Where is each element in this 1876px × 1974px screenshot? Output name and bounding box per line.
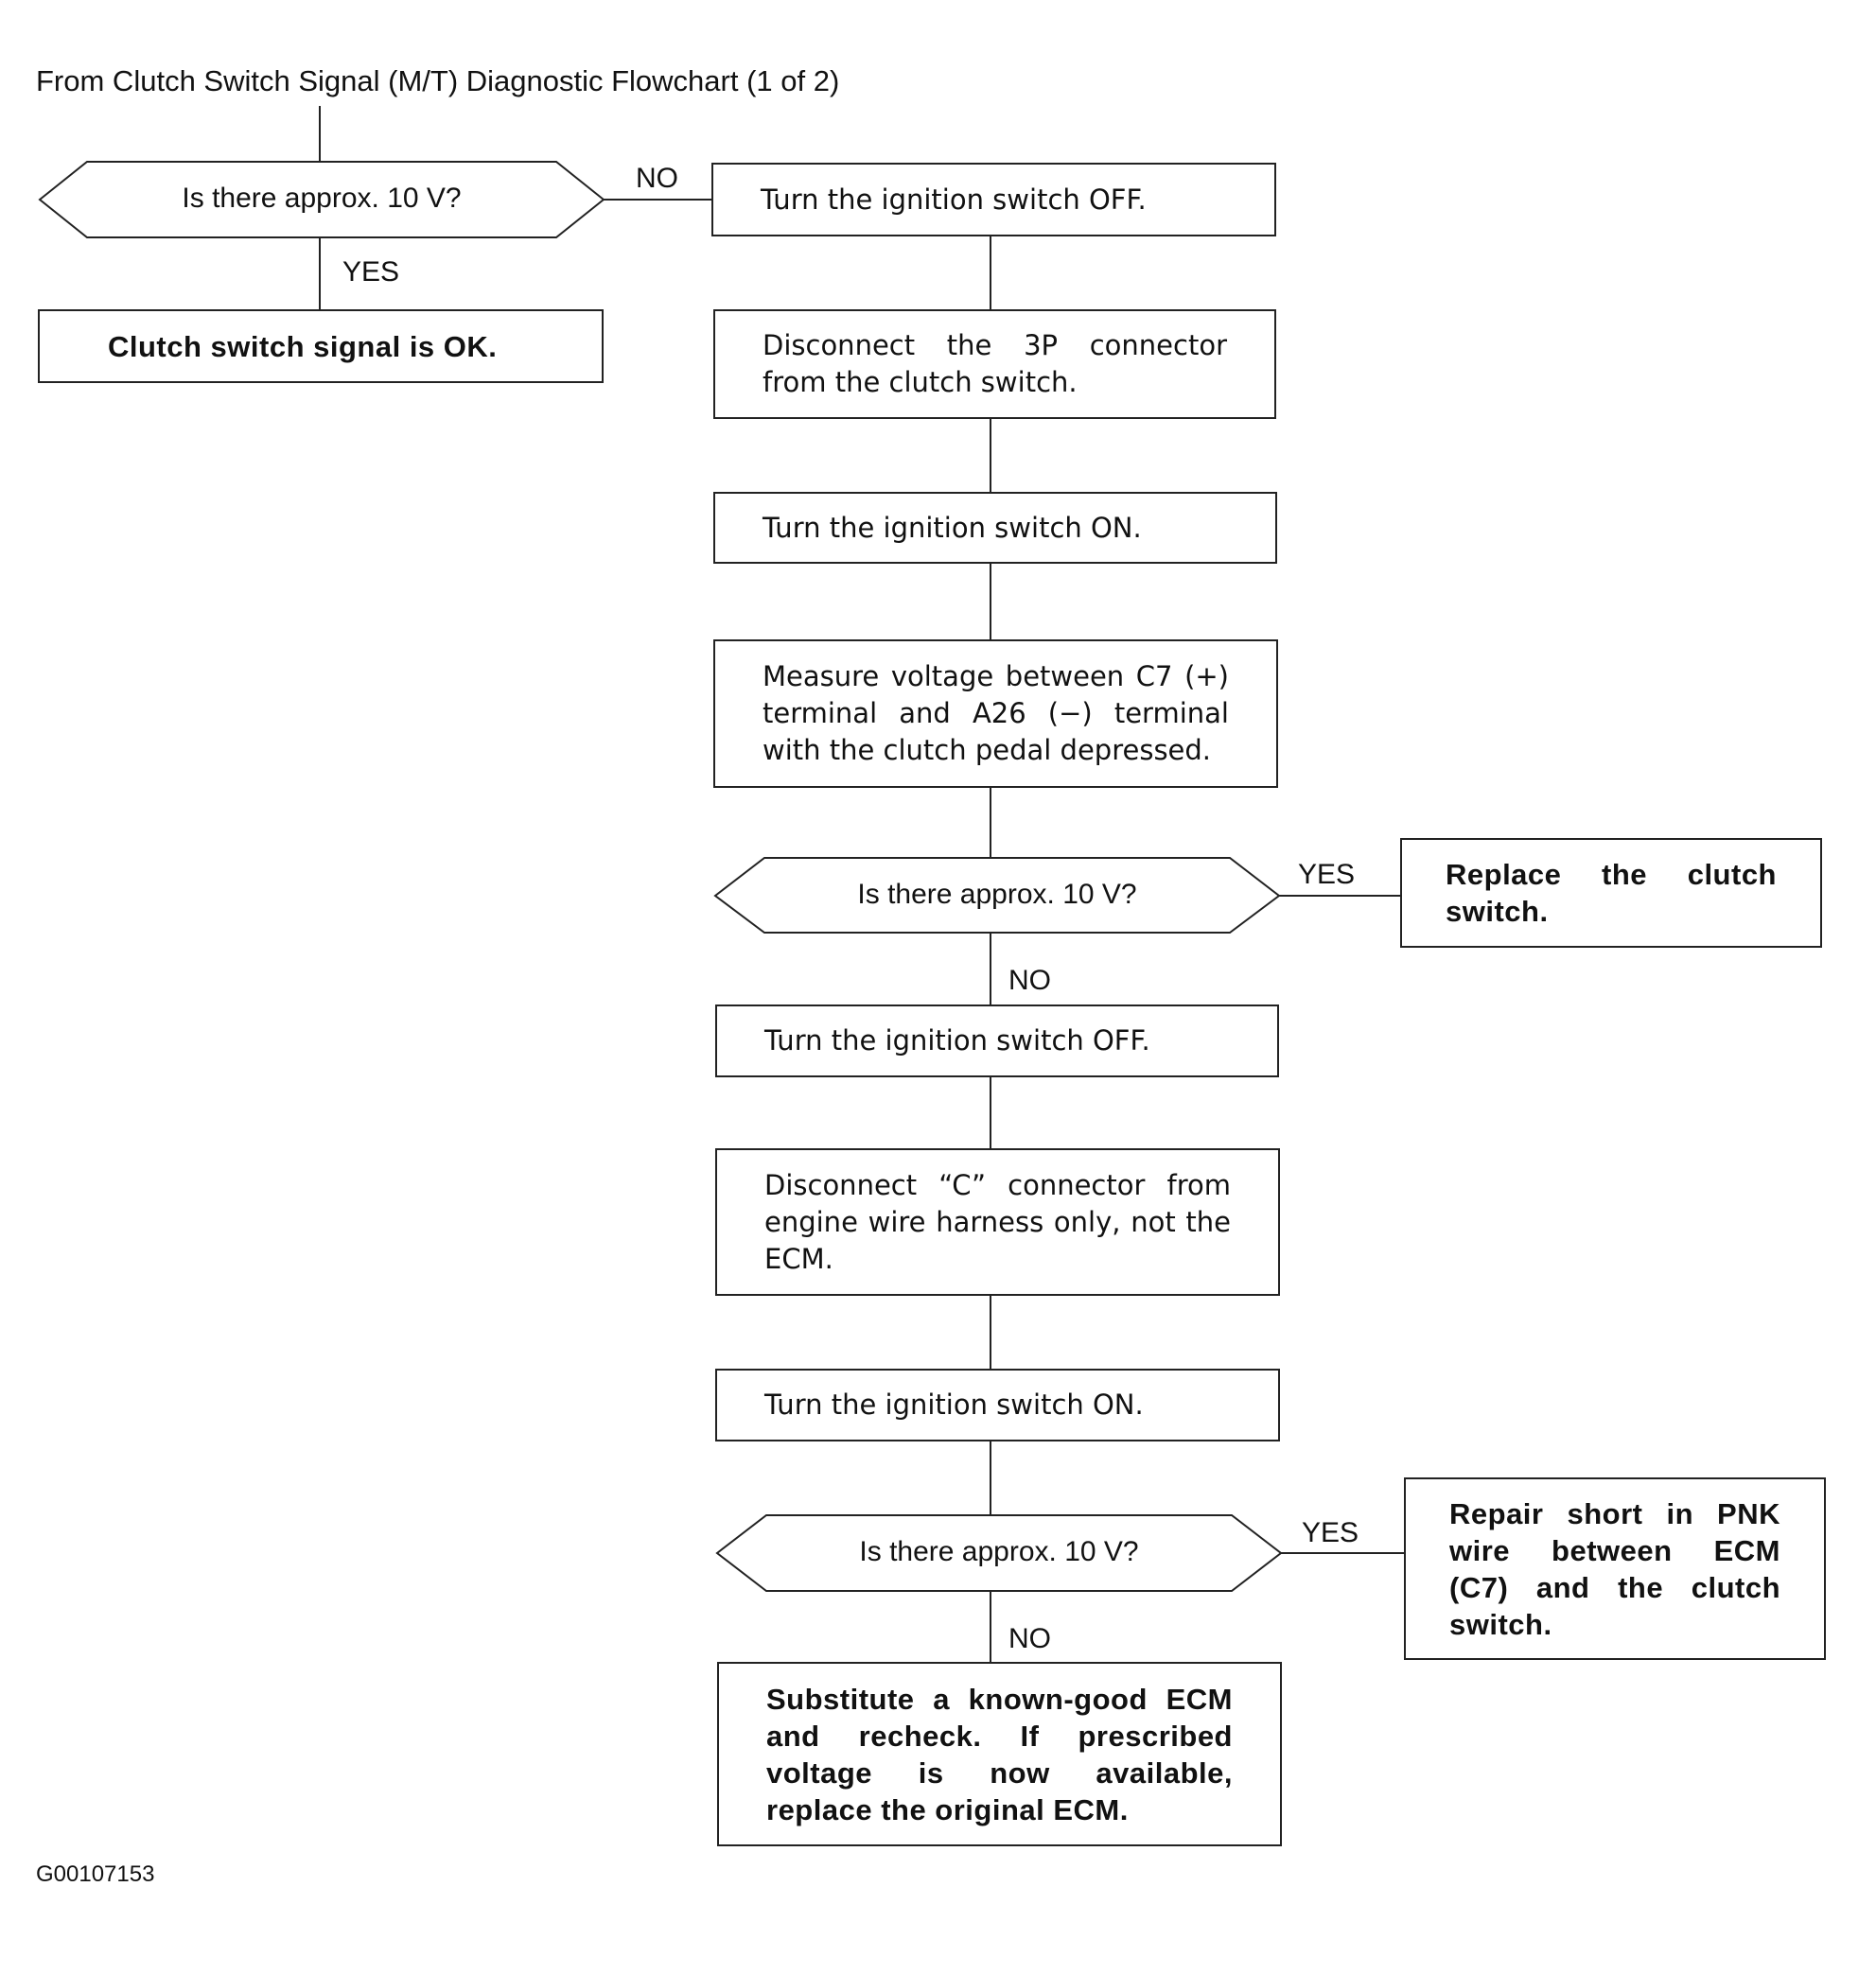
step-ignition-on-1-text: Turn the ignition switch ON. (763, 511, 1142, 544)
step-ignition-on-1: Turn the ignition switch ON. (713, 492, 1277, 564)
decision-label-d1: Is there approx. 10 V? (182, 183, 462, 214)
step-clutch-signal-ok-text: Clutch switch signal is OK. (108, 329, 498, 363)
step-measure-voltage-text: Measure voltage between C7 (+) terminal … (763, 660, 1229, 766)
step-disconnect-c-connector-text: Disconnect “C” connector from engine wir… (764, 1168, 1231, 1275)
edge-label-d3-no: NO (1008, 1623, 1051, 1654)
step-disconnect-3p-connector: Disconnect the 3P connector from the clu… (713, 309, 1276, 419)
step-replace-clutch-switch-text: Replace the clutch switch. (1446, 858, 1777, 928)
step-ignition-on-2-text: Turn the ignition switch ON. (764, 1389, 1144, 1421)
step-disconnect-c-connector: Disconnect “C” connector from engine wir… (715, 1148, 1280, 1296)
step-repair-short-pnk-wire: Repair short in PNK wire between ECM (C7… (1404, 1477, 1826, 1660)
step-measure-voltage: Measure voltage between C7 (+) terminal … (713, 639, 1278, 788)
step-ignition-off-1: Turn the ignition switch OFF. (711, 163, 1276, 236)
step-ignition-on-2: Turn the ignition switch ON. (715, 1369, 1280, 1441)
figure-id: G00107153 (36, 1861, 155, 1887)
edge-label-d1-no: NO (636, 163, 678, 194)
flowchart-title: From Clutch Switch Signal (M/T) Diagnost… (36, 64, 840, 97)
step-substitute-known-good-ecm-text: Substitute a known-good ECM and recheck.… (766, 1682, 1233, 1826)
decision-label-d2: Is there approx. 10 V? (857, 879, 1137, 910)
step-ignition-off-1-text: Turn the ignition switch OFF. (761, 183, 1147, 216)
step-ignition-off-2-text: Turn the ignition switch OFF. (764, 1024, 1150, 1057)
step-replace-clutch-switch: Replace the clutch switch. (1400, 838, 1822, 948)
edge-label-d1-yes: YES (342, 256, 400, 288)
edge-label-d2-no: NO (1008, 965, 1051, 996)
step-clutch-signal-ok: Clutch switch signal is OK. (38, 309, 604, 383)
step-disconnect-3p-connector-text: Disconnect the 3P connector from the clu… (763, 329, 1227, 398)
step-repair-short-pnk-wire-text: Repair short in PNK wire between ECM (C7… (1449, 1496, 1780, 1641)
edge-label-d3-yes: YES (1302, 1517, 1359, 1548)
step-ignition-off-2: Turn the ignition switch OFF. (715, 1004, 1279, 1077)
edge-label-d2-yes: YES (1298, 859, 1356, 890)
step-substitute-known-good-ecm: Substitute a known-good ECM and recheck.… (717, 1662, 1282, 1846)
decision-label-d3: Is there approx. 10 V? (859, 1536, 1139, 1567)
